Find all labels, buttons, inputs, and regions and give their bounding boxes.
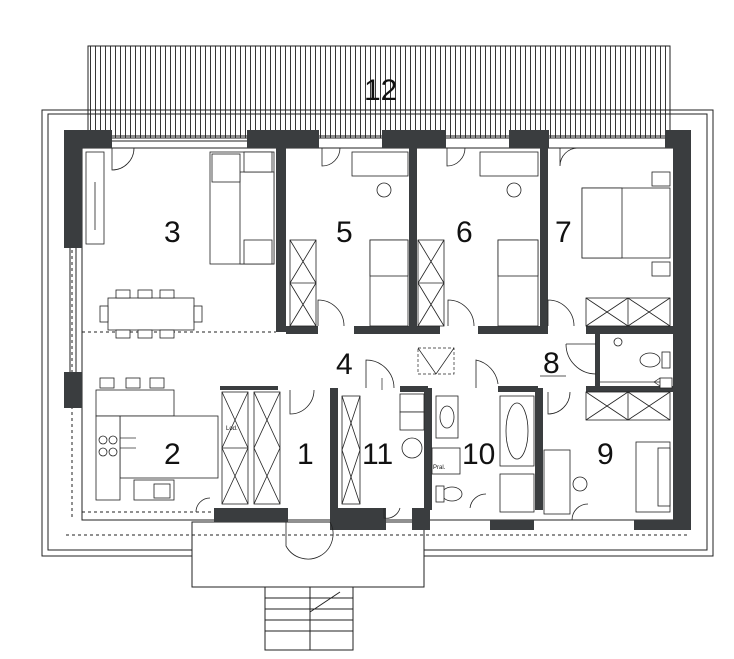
roof-terrace <box>87 45 671 139</box>
room-number-10: 10 <box>462 438 495 471</box>
windows <box>69 135 665 372</box>
room-number-9: 9 <box>597 438 614 471</box>
room-number-8: 8 <box>543 347 560 380</box>
entrance-porch <box>191 521 425 651</box>
doors <box>111 147 597 560</box>
room-number-3: 3 <box>164 216 181 249</box>
walls <box>64 130 691 530</box>
room9-furniture <box>543 391 671 515</box>
hall-details <box>120 347 661 449</box>
bedroom-furniture <box>289 151 539 327</box>
laundry-label: Pral. <box>433 465 446 471</box>
pantry-label: Lod. <box>226 426 238 432</box>
master-bedroom-furniture <box>581 171 671 327</box>
bathroom-furniture <box>431 395 535 513</box>
kitchen-furniture <box>95 377 281 505</box>
wc-furniture <box>613 337 673 389</box>
room-number-4: 4 <box>336 348 353 381</box>
room-number-7: 7 <box>555 216 572 249</box>
room-number-11: 11 <box>362 438 393 471</box>
room-number-5: 5 <box>336 216 353 249</box>
room-number-12: 12 <box>364 74 397 107</box>
utility-furniture <box>341 393 425 505</box>
room-number-1: 1 <box>297 438 314 471</box>
room-number-2: 2 <box>164 438 181 471</box>
room-number-6: 6 <box>456 216 473 249</box>
living-furniture <box>85 151 275 339</box>
